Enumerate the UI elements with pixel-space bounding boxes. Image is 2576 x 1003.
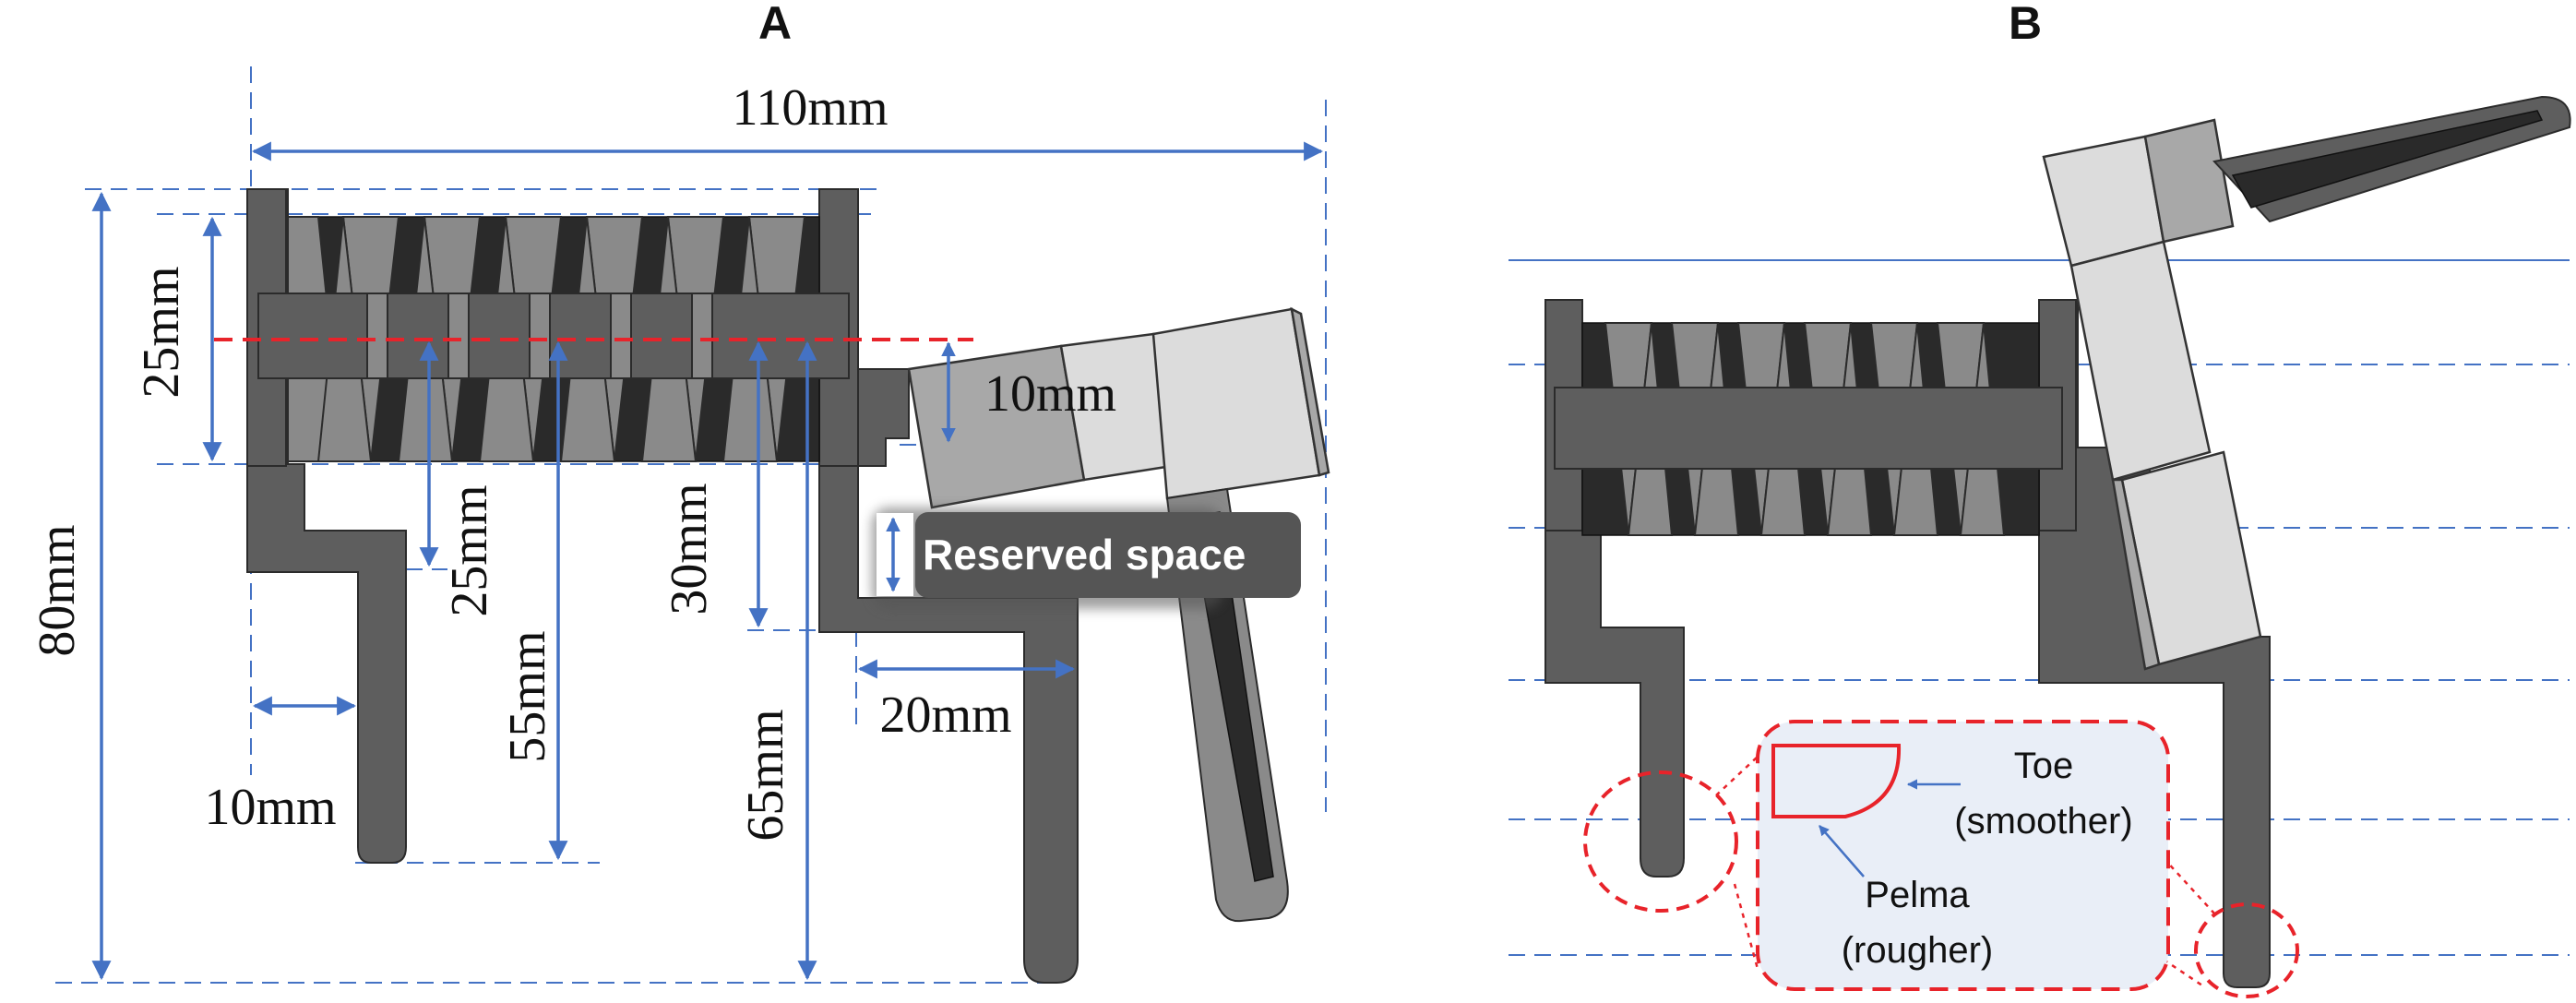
foot-surface-callout (1756, 720, 2170, 991)
label-reserved-space: Reserved space (923, 531, 1246, 579)
label-front-offset: 20mm (879, 687, 1011, 744)
panel-b-label: B (2009, 0, 2042, 49)
label-rear-height: 30mm (661, 483, 718, 615)
label-overall-width: 110mm (732, 79, 888, 137)
label-leg-length: 25mm (441, 484, 498, 616)
toe-zoom-circle (2194, 902, 2299, 998)
label-front-depth: 65mm (737, 709, 794, 841)
label-bellows-height: 25mm (133, 266, 190, 398)
label-pelma-note: (rougher) (1842, 930, 1994, 971)
label-leg-width: 10mm (204, 779, 336, 836)
label-overall-height: 80mm (29, 524, 86, 656)
foot-sole-outline (1771, 744, 1902, 818)
reserved-space-label-bg (915, 512, 1301, 598)
label-leg-depth: 55mm (499, 630, 556, 762)
label-toe: Toe (2014, 746, 2074, 786)
label-toe-note: (smoother) (1954, 801, 2132, 842)
panel-b-drawing (1509, 95, 2571, 998)
pelma-zoom-circle (1583, 770, 1738, 913)
panel-a-label: A (758, 0, 792, 49)
label-pad-offset: 10mm (984, 365, 1116, 423)
label-pelma: Pelma (1865, 875, 1970, 915)
panel-a-drawing (55, 66, 1330, 984)
front-leg (818, 188, 1079, 984)
